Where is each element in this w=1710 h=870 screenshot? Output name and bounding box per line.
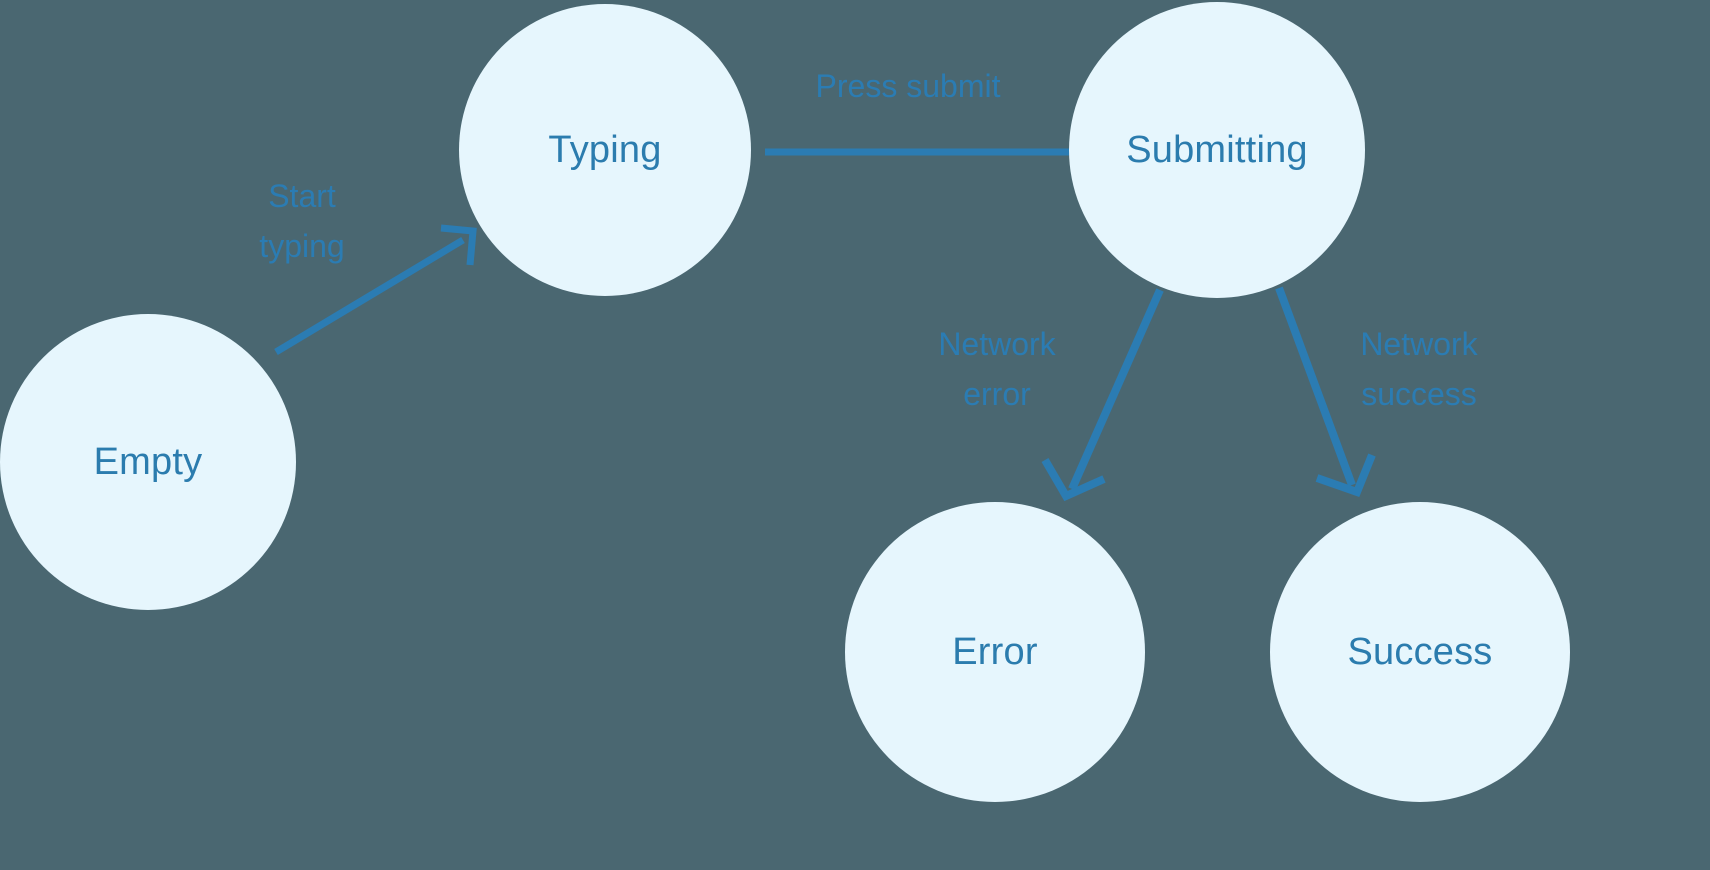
- state-node-error[interactable]: Error: [845, 502, 1145, 802]
- state-node-success-label: Success: [1347, 630, 1493, 673]
- state-node-typing[interactable]: Typing: [459, 4, 751, 296]
- state-node-error-label: Error: [952, 630, 1038, 673]
- state-node-typing-label: Typing: [548, 128, 662, 171]
- state-node-submitting-label: Submitting: [1126, 128, 1308, 171]
- edge-empty-to-typing: [274, 224, 477, 356]
- state-node-success[interactable]: Success: [1270, 502, 1570, 802]
- state-node-submitting[interactable]: Submitting: [1069, 2, 1365, 298]
- edge-submitting-to-success: [1275, 286, 1376, 498]
- state-node-empty-label: Empty: [93, 440, 203, 483]
- state-node-empty[interactable]: Empty: [0, 314, 296, 610]
- edge-submitting-to-error: [1041, 288, 1164, 502]
